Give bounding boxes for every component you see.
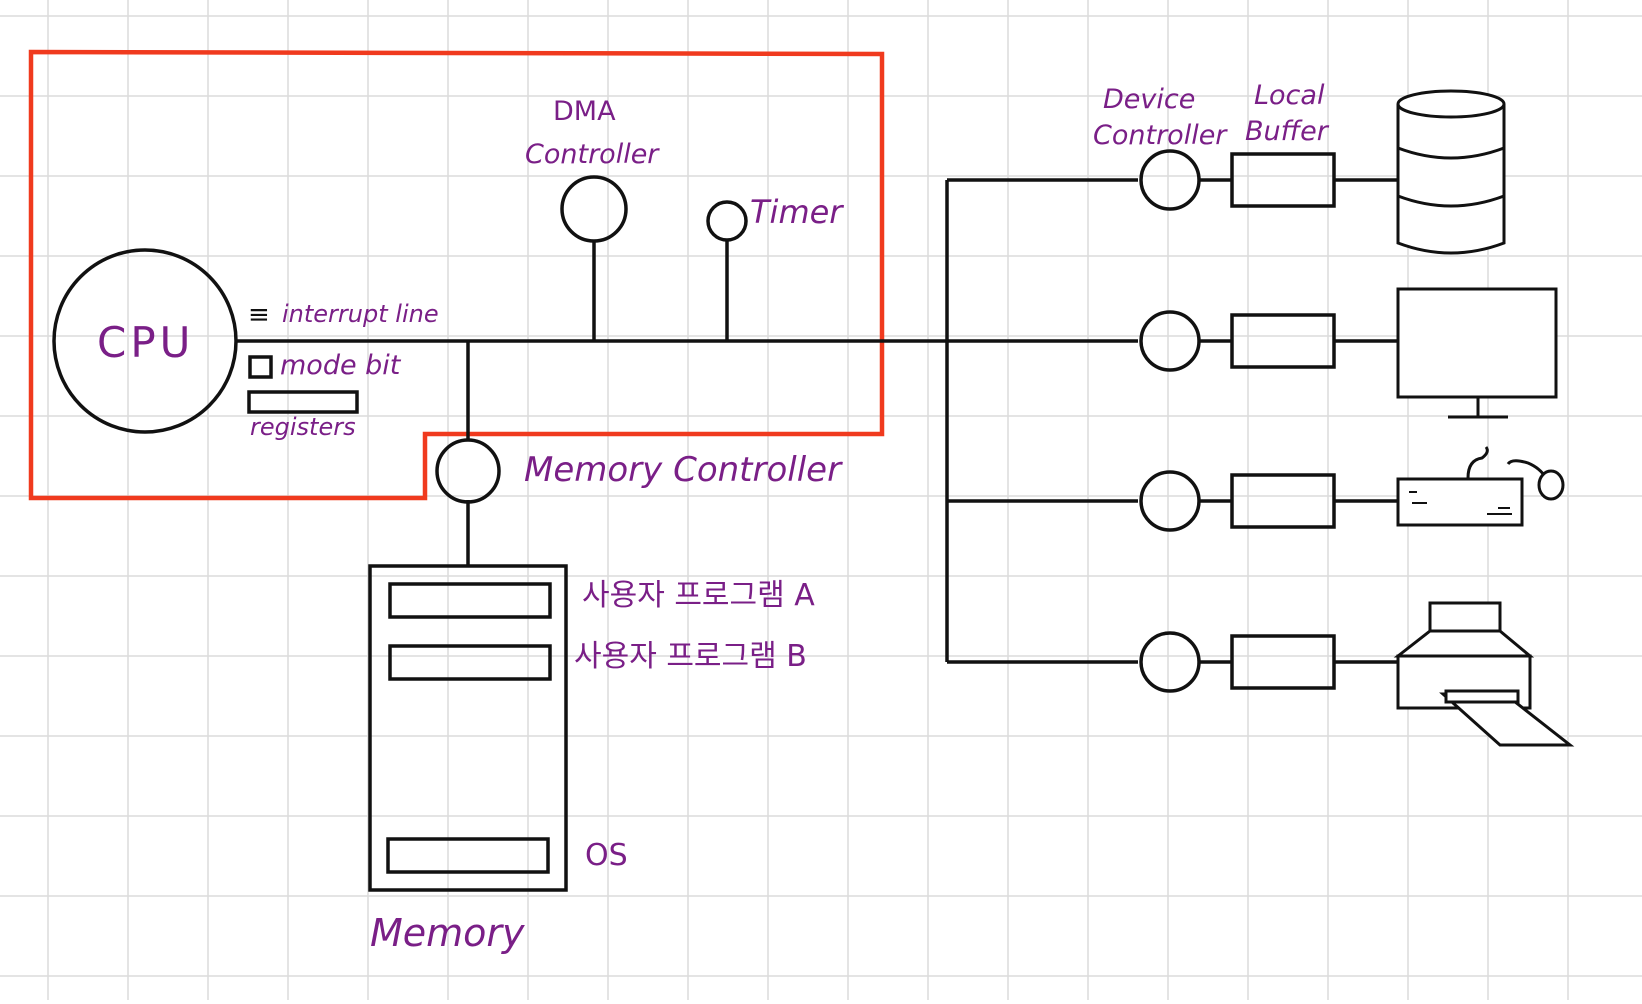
local-buffer-label-line2: Buffer [1245, 116, 1330, 147]
os-label: OS [585, 838, 628, 873]
monitor-icon [1396, 287, 1558, 419]
memory-controller-node [435, 438, 501, 504]
program-b-label: 사용자 프로그램 B [574, 639, 807, 674]
device-row-disk-storage [1139, 149, 1398, 211]
device-controller-node [1139, 631, 1201, 693]
device-row-printer [1139, 631, 1398, 693]
device-controller-node [1139, 310, 1201, 372]
interrupt-line-label: interrupt line [282, 300, 439, 328]
device-row-keyboard-mouse [1139, 470, 1398, 532]
disk-storage-icon [1396, 89, 1506, 255]
dma-label-line2: Controller [525, 139, 660, 170]
memory-label: Memory [370, 911, 525, 955]
device-controller-label-line1: Device [1103, 84, 1195, 115]
local-buffer-label-line1: Local [1254, 80, 1325, 111]
device-controller-node [1139, 149, 1201, 211]
mode-bit-label: mode bit [280, 350, 402, 381]
device-row-monitor [1139, 310, 1398, 372]
registers-label: registers [250, 413, 356, 441]
device-controller-label-line2: Controller [1093, 120, 1228, 151]
interrupt-line-glyph: ≡ [248, 300, 270, 330]
printer-icon [1393, 601, 1575, 747]
program-a-label: 사용자 프로그램 A [582, 578, 815, 613]
registers-box [247, 390, 359, 414]
memory-controller-label: Memory Controller [524, 450, 843, 490]
device-controller-node [1139, 470, 1201, 532]
dma-controller-node [560, 175, 628, 243]
timer-node [706, 200, 748, 242]
cpu-label: CPU [97, 318, 194, 367]
cpu-circle [52, 248, 238, 434]
program-b-slot [388, 644, 552, 681]
memory-block [368, 564, 568, 892]
program-a-slot [388, 582, 552, 619]
cpu-boundary-outline [28, 49, 885, 501]
mode-bit-box [248, 355, 273, 379]
os-slot [386, 837, 550, 874]
labels: CPU ≡ interrupt line mode bit registers … [97, 80, 1330, 955]
keyboard-mouse-icon [1396, 446, 1565, 527]
timer-label: Timer [750, 193, 844, 231]
dma-label-line1: DMA [553, 96, 616, 127]
